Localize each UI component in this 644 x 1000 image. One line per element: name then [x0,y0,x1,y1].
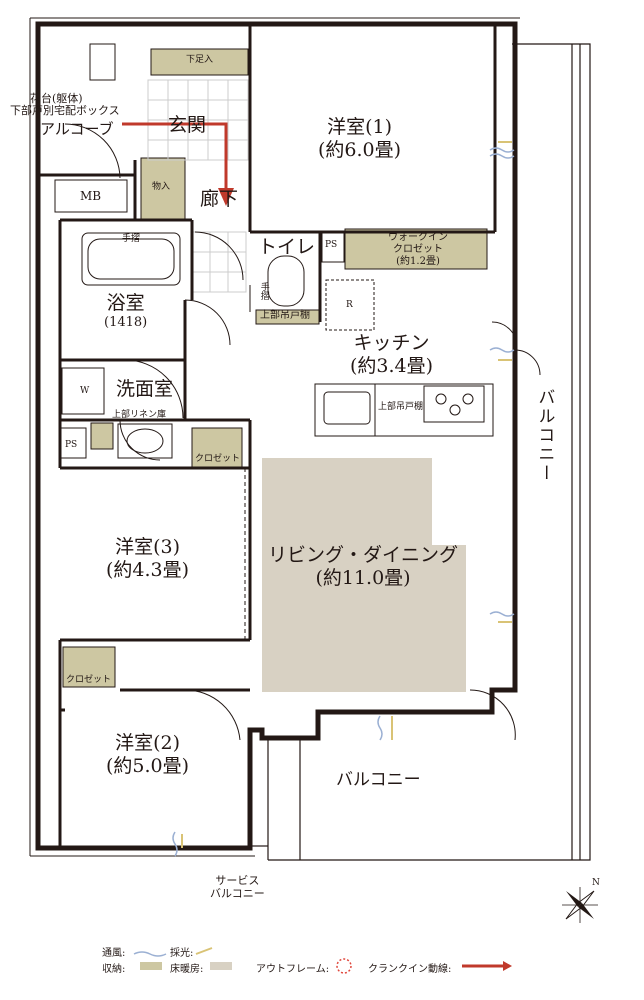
walk-in-line-1: ウォークイン [388,232,448,243]
delivery-box [89,43,116,81]
walk-in-closet-label: ウォークイン クロゼット (約1.2畳) [388,232,448,268]
upper-cabinet-label: 上部吊戸棚 [260,310,310,321]
walk-in-closet [344,228,488,270]
western-room-2-name: 洋室(2) [115,732,180,754]
closet-2-label: クロゼット [66,675,112,685]
ps-box-top [321,231,345,263]
toilet-bowl [267,255,305,307]
toilet-label: トイレ [258,236,316,258]
walk-in-line-2: クロゼット [393,244,443,255]
legend-swatches [140,958,512,974]
linen-cabinet-label: 上部リネン庫 [112,410,167,420]
shoe-box-label: 下足入 [186,55,214,65]
ps-left-label: PS [65,440,78,450]
handrail-label-2: 手摺 [258,282,269,300]
entrance-label: 玄関 [168,114,207,136]
living-dining-label: リビング・ダイニング (約11.0畳) [268,544,458,590]
handrail-label: 手摺 [122,234,141,244]
walk-in-line-3: (約1.2畳) [396,256,440,267]
western-room-2-label: 洋室(2) (約5.0畳) [106,732,189,778]
washbasin [117,423,173,459]
crank-in-route [122,122,234,206]
outer-line [29,17,520,857]
western-room-3-size: (約4.3畳) [106,558,190,581]
living-dining-size: (約11.0畳) [315,566,411,589]
kitchen-label: キッチン (約3.4畳) [350,332,433,378]
daylight-marks [181,141,512,955]
western-room-1-name: 洋室(1) [327,116,392,138]
kitchen-upper-cabinet-label: 上部吊戸棚 [378,402,424,412]
western-room-1-label: 洋室(1) (約6.0畳) [318,116,401,162]
balcony-right-label: バルコニー [534,388,555,483]
doors [64,123,541,741]
fridge [325,279,375,331]
storage-label: 物入 [152,182,171,192]
mb-box [54,179,128,213]
ps-top-label: PS [325,240,338,250]
alcove-label: アルコーブ [40,120,114,138]
kitchen-name: キッチン [353,332,430,354]
western-room-1-size: (約6.0畳) [318,138,402,161]
legend-storage: 収納: [102,964,126,975]
w-box [61,367,105,415]
legend-ventilation: 通風: [102,948,126,959]
service-balcony-line-2: バルコニー [210,887,265,901]
hallway-label: 廊下 [200,188,239,210]
walls [35,21,518,851]
flower-bed-label: 花台(躯体) [30,92,83,105]
shoe-box [150,48,249,76]
bath-name: 浴室 [106,292,145,314]
storage-areas [62,48,488,688]
service-balcony-label: サービス バルコニー [210,874,265,900]
living-dining-name: リビング・ダイニング [268,544,459,566]
r-label: R [346,300,353,310]
north-label: N [592,878,600,888]
balcony-bottom-label: バルコニー [336,770,421,790]
western-room-2-size: (約5.0畳) [106,754,190,777]
legend-crank-in: クランクイン動線: [368,964,452,975]
compass [562,887,598,923]
legend-outframe: アウトフレーム: [256,964,330,975]
kitchen-counter [314,383,494,437]
w-label: W [80,386,90,396]
kitchen-size: (約3.4畳) [350,354,434,377]
fixtures [54,43,494,459]
sink [323,391,371,425]
closet-3-label: クロゼット [195,454,241,464]
linen-cabinet [90,422,114,450]
delivery-box-label: 下部戸別宅配ボックス [10,104,120,117]
stove [423,385,485,423]
ps-box-left [59,427,87,459]
washroom-label: 洗面室 [116,378,174,400]
ventilation-marks [133,147,515,957]
bath-label: 浴室 (1418) [104,292,147,330]
service-balcony-line-1: サービス [215,874,260,887]
closet-2 [62,646,116,688]
western-room-3-name: 洋室(3) [115,536,180,558]
balcony-frame [252,43,591,861]
western-room-3-label: 洋室(3) (約4.3畳) [106,536,189,582]
floor-heating-area [262,458,466,692]
bath-size: (1418) [104,314,148,330]
mb-label: MB [80,189,102,203]
legend-daylight: 採光: [170,948,194,959]
bathtub [81,232,181,286]
legend-floor-heating: 床暖房: [170,964,204,975]
